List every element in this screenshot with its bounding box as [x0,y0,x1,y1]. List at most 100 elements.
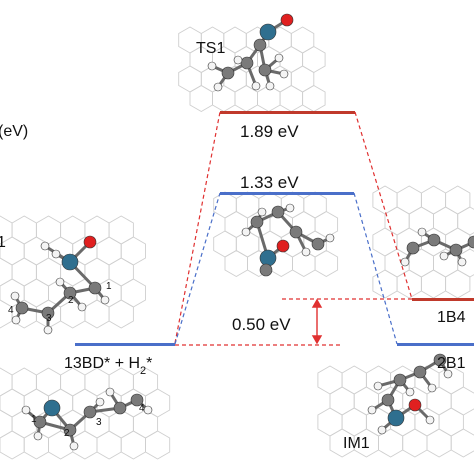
carbon-atom [130,393,144,407]
graphene-hexagon [290,26,315,54]
graphene-hexagon [396,269,422,299]
right-top-level-bar [412,298,474,301]
graphene-hexagon [402,428,428,458]
graphene-hexagon [303,191,327,219]
mid-energy: 1.33 eV [240,173,299,192]
hydrogen-atom [279,69,289,79]
atom-number: 4 [8,305,14,316]
gap-arrow [311,298,323,345]
graphene-hexagon [0,257,13,287]
red-connector-right [354,111,413,300]
graphene-hexagon [450,428,474,458]
graphene-hexagon [317,407,343,437]
gap-energy: 0.50 eV [232,315,291,334]
hydrogen-atom [301,247,311,257]
carbon-atom [467,235,474,249]
red-connector-left [174,111,221,344]
graphene-hexagon [60,367,86,397]
graphene-hexagon [279,84,304,113]
carbon-atom [433,353,447,367]
carbon-atom [427,233,441,247]
hydrogen-atom [51,249,61,259]
hydrogen-atom [43,325,53,335]
atom-number: 2 [64,428,70,439]
hydrogen-atom [439,251,449,261]
hydrogen-atom [443,369,453,379]
oxygen-atom [83,235,97,249]
graphene-hexagon [317,365,343,395]
graphene-hexagon [224,249,248,278]
graphene-hexagon [23,236,49,266]
carbon-atom [271,205,285,219]
carbon-atom [63,423,77,437]
graphene-hexagon [445,185,471,215]
mid-level-bar [220,192,354,195]
graphene-hexagon [213,191,237,219]
hydrogen-atom [95,397,105,407]
im1-label: IM1 [343,435,370,452]
hydrogen-atom [400,257,410,267]
hydrogen-atom [285,203,295,213]
graphene-hexagon [372,185,398,215]
graphene-hexagon [420,269,447,299]
graphene-hexagon [302,84,326,113]
graphene-hexagon [11,215,37,245]
energy-levels [75,111,474,346]
oxygen-atom [408,398,422,412]
graphene-hexagon [0,409,13,439]
graphene-hexagon [120,430,146,460]
connectors [174,111,413,346]
platinum-atom [259,249,277,267]
graphene-hexagon [329,386,355,416]
graphene-hexagon [108,215,134,245]
carbon-atom [240,56,254,70]
carbon-atom [250,215,264,229]
platinum-atom [61,253,79,271]
axis-label-fragment: (eV) [0,123,28,140]
hydrogen-atom [251,81,261,91]
graphene-hexagon [108,299,134,329]
graphene-hexagon [132,409,159,439]
carbon-atom [393,373,407,387]
graphene-hexagon [189,84,213,113]
graphene-hexagon [96,236,122,266]
graphene-hexagon [426,428,452,458]
atom-number: 3 [96,417,102,428]
hydrogen-atom [55,277,65,287]
graphene-hexagon [341,365,367,395]
carbon-atom [289,225,303,239]
hydrogen-atom [213,82,223,92]
carbon-atom [15,301,29,315]
hydrogen-atom [373,381,383,391]
ts1-label: TS1 [196,40,225,57]
graphene-hexagon [457,206,474,236]
graphene-hexagon [438,407,464,437]
carbon-atom [253,38,267,52]
hydrogen-atom [457,257,467,267]
hydrogen-atom [105,387,115,397]
graphene-hexagon [396,185,422,215]
hydrogen-atom [427,383,437,393]
graphene-hexagon [314,249,339,278]
hydrogen-atom [425,415,435,425]
right-top-molecule [400,227,474,267]
graphene-hexagon [108,257,134,287]
graphene-hexagon [84,367,110,397]
im1-molecule [367,353,453,435]
right-bottom-label: 2B1 [437,355,466,372]
bottom-left-molecule [21,387,153,451]
carbon-atom [258,63,272,77]
graphene-hexagon [341,407,367,437]
blue-connector-right [353,192,398,345]
platinum-atom [387,409,405,427]
carbon-atom [413,365,427,379]
graphene-hexagon [11,367,37,397]
carbon-atom [113,401,127,415]
hydrogen-atom [325,233,335,243]
graphene-hexagon [60,215,86,245]
graphene-hexagon [445,269,471,299]
graphene-hexagon [314,210,339,239]
hydrogen-atom [69,441,79,451]
ts1-molecule [207,13,294,92]
